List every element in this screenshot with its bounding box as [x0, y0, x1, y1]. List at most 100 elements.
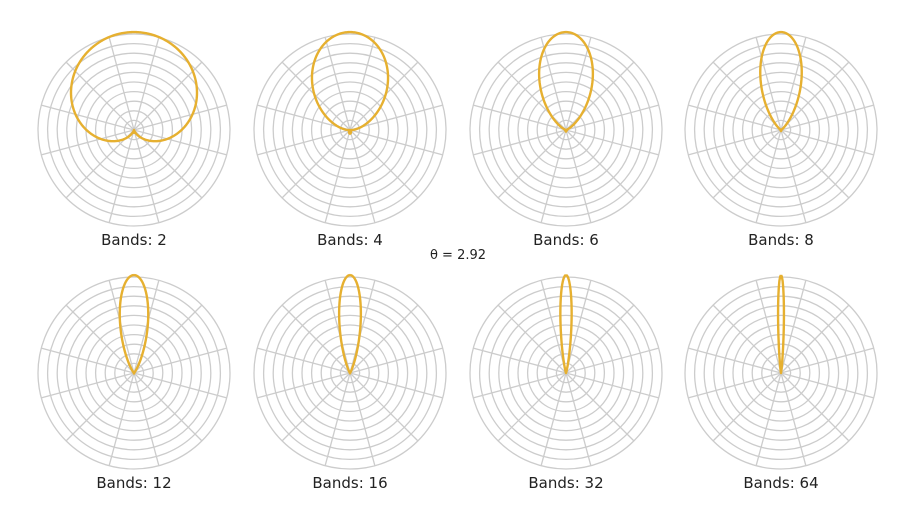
grid-ring	[253, 276, 447, 470]
plot-title: Bands: 6	[533, 231, 599, 249]
grid-spoke	[41, 104, 135, 131]
grid-ring	[66, 62, 202, 198]
grid-ring	[507, 314, 625, 432]
grid-ring	[713, 305, 849, 441]
grid-spoke	[473, 372, 567, 399]
grid-spoke	[565, 347, 659, 374]
response-curve	[310, 30, 390, 135]
response-curve	[759, 30, 803, 133]
grid-ring	[546, 353, 586, 393]
grid-ring	[722, 71, 840, 189]
grid-spoke	[780, 347, 874, 374]
grid-spoke	[497, 129, 567, 199]
grid-spoke	[257, 347, 351, 374]
grid-ring	[272, 52, 428, 208]
plot-title: Bands: 16	[312, 474, 387, 492]
polar-plot-6: Bands: 6	[469, 30, 663, 249]
grid-spoke	[41, 129, 135, 156]
grid-ring	[751, 343, 811, 403]
grid-ring	[104, 343, 164, 403]
grid-ring	[75, 71, 193, 189]
grid-spoke	[349, 129, 376, 223]
grid-ring	[751, 100, 811, 160]
grid-ring	[262, 42, 438, 218]
grid-ring	[320, 100, 380, 160]
grid-spoke	[688, 347, 782, 374]
grid-ring	[282, 62, 418, 198]
grid-spoke	[133, 372, 160, 466]
grid-ring	[498, 62, 634, 198]
grid-spoke	[473, 347, 567, 374]
grid-spoke	[349, 104, 443, 131]
grid-ring	[75, 314, 193, 432]
grid-spoke	[565, 304, 635, 374]
grid-ring	[104, 100, 164, 160]
grid-ring	[291, 314, 409, 432]
grid-ring	[291, 71, 409, 189]
grid-ring	[693, 42, 869, 218]
grid-ring	[722, 314, 840, 432]
grid-spoke	[565, 280, 592, 374]
grid-ring	[693, 285, 869, 461]
grid-ring	[536, 343, 596, 403]
grid-spoke	[349, 37, 376, 131]
grid-spoke	[780, 129, 807, 223]
polar-plot-16: Bands: 16	[253, 273, 447, 492]
grid-spoke	[497, 304, 567, 374]
grid-spoke	[133, 372, 203, 442]
grid-ring	[94, 90, 174, 170]
grid-ring	[488, 295, 644, 451]
grid-spoke	[65, 304, 135, 374]
grid-spoke	[780, 129, 850, 199]
grid-ring	[46, 42, 222, 218]
grid-ring	[761, 110, 801, 150]
grid-ring	[301, 81, 399, 179]
grid-ring	[555, 119, 577, 141]
grid-ring	[703, 52, 859, 208]
grid-ring	[469, 33, 663, 227]
polar-plot-4: Bands: 4	[253, 30, 447, 249]
grid-spoke	[349, 347, 443, 374]
plot-title: Bands: 32	[528, 474, 603, 492]
grid-ring	[741, 90, 821, 170]
grid-spoke	[565, 372, 635, 442]
grid-ring	[85, 324, 183, 422]
grid-ring	[498, 305, 634, 441]
grid-spoke	[473, 129, 567, 156]
grid-spoke	[755, 129, 782, 223]
grid-ring	[741, 333, 821, 413]
grid-spoke	[257, 372, 351, 399]
grid-spoke	[349, 129, 443, 156]
grid-ring	[114, 353, 154, 393]
grid-spoke	[473, 104, 567, 131]
grid-ring	[488, 52, 644, 208]
grid-spoke	[133, 372, 227, 399]
grid-spoke	[780, 104, 874, 131]
plot-title: Bands: 2	[101, 231, 167, 249]
grid-spoke	[349, 372, 376, 466]
grid-spoke	[688, 129, 782, 156]
grid-spoke	[108, 280, 135, 374]
grid-spoke	[257, 129, 351, 156]
grid-ring	[339, 119, 361, 141]
grid-ring	[253, 33, 447, 227]
grid-spoke	[65, 372, 135, 442]
polar-plot-32: Bands: 32	[469, 273, 663, 492]
grid-ring	[262, 285, 438, 461]
grid-ring	[684, 33, 878, 227]
grid-spoke	[540, 37, 567, 131]
grid-spoke	[712, 129, 782, 199]
grid-spoke	[780, 372, 874, 399]
grid-spoke	[755, 372, 782, 466]
grid-ring	[282, 305, 418, 441]
grid-ring	[526, 333, 606, 413]
grid-spoke	[41, 347, 135, 374]
polar-plot-2: Bands: 2	[37, 30, 231, 249]
grid-ring	[330, 110, 370, 150]
grid-ring	[94, 333, 174, 413]
grid-spoke	[565, 129, 635, 199]
grid-spoke	[349, 129, 419, 199]
grid-ring	[526, 90, 606, 170]
grid-ring	[507, 71, 625, 189]
plot-title: Bands: 64	[743, 474, 818, 492]
